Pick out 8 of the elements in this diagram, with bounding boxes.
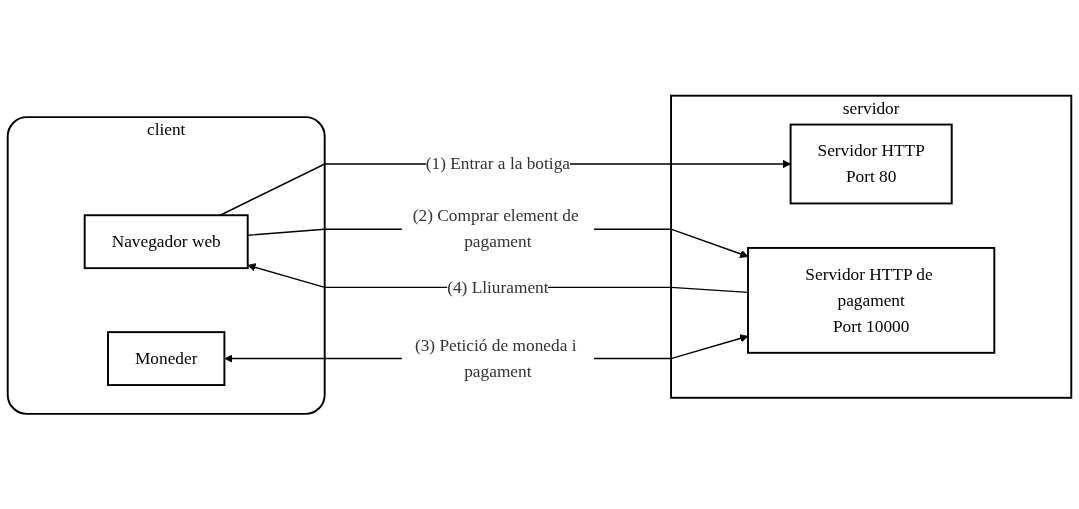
- node-box: Servidor HTTP de pagament Port 10000: [747, 246, 996, 354]
- edge-label: (4) Lliurament: [447, 276, 549, 297]
- edge-label: (2) Comprar element de pagament: [412, 205, 579, 251]
- edge-label: (1) Entrar a la botiga: [425, 153, 570, 173]
- node-box: Moneder: [107, 330, 226, 386]
- node-box: Servidor HTTP Port 80: [789, 123, 953, 205]
- edge-label: (3) Petició de moneda i pagament: [414, 335, 577, 381]
- node-box: Navegador web: [83, 213, 249, 269]
